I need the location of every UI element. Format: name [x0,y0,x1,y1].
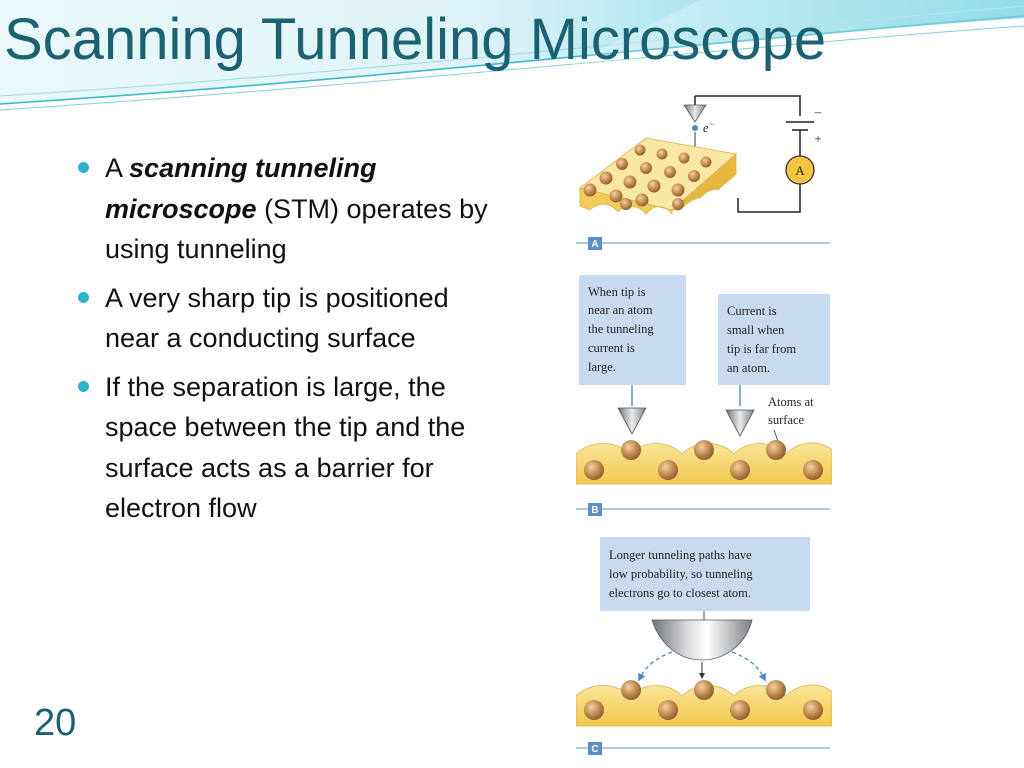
panel-a: A – + e− [576,95,830,250]
svg-text:A: A [795,163,805,178]
svg-text:B: B [591,505,598,516]
svg-text:e−: e− [703,119,715,135]
electron-icon [692,125,698,131]
callout-tunneling-paths [600,537,810,611]
panel-b: When tip is near an atom the tunneling c… [576,275,832,516]
svg-text:A: A [591,239,598,250]
stm-figure: A – + e− [576,95,832,755]
probe-tip-near-icon [617,407,647,435]
bullet-item: A very sharp tip is positioned near a co… [76,278,506,359]
svg-text:–: – [814,104,822,119]
slide-number: 20 [34,702,77,744]
bullet-item: A scanning tunneling microscope (STM) op… [76,148,506,270]
bullet-list: A scanning tunneling microscope (STM) op… [76,148,506,537]
probe-tip-icon [683,104,707,123]
surface-atoms-3d [583,144,712,210]
svg-text:Current is small when: Current is small when tip is far from an… [727,304,799,375]
surface-atoms-c [584,680,823,720]
svg-text:When tip is near an atom: When tip is near an atom the tunneling c… [588,285,657,374]
title-background [0,0,1024,111]
svg-text:+: + [814,131,821,146]
bullet-dot-icon [78,162,89,173]
callout-far-atom [718,294,830,385]
panel-a-label [588,237,602,250]
panel-b-label [588,503,602,516]
svg-text:Longer tunneling paths have: Longer tunneling paths have low probabil… [609,548,756,600]
probe-tip-far-icon [725,409,755,437]
svg-text:C: C [591,744,598,755]
surface-atoms-b [584,440,823,480]
bullet-item: If the separation is large, the space be… [76,367,506,529]
probe-tip-large-icon [651,619,753,661]
panel-c-label [588,742,602,755]
stm-term: scanning tunneling microscope [105,153,377,224]
ammeter-icon [785,155,815,185]
bullet-dot-icon [78,291,89,303]
bullet-dot-icon [78,380,89,392]
callout-near-atom [579,275,686,385]
svg-text:Atoms at surface: Atoms at surface [768,395,817,427]
slide-title: Scanning Tunneling Microscope [4,7,827,72]
panel-c: Longer tunneling paths have low probabil… [576,537,832,755]
